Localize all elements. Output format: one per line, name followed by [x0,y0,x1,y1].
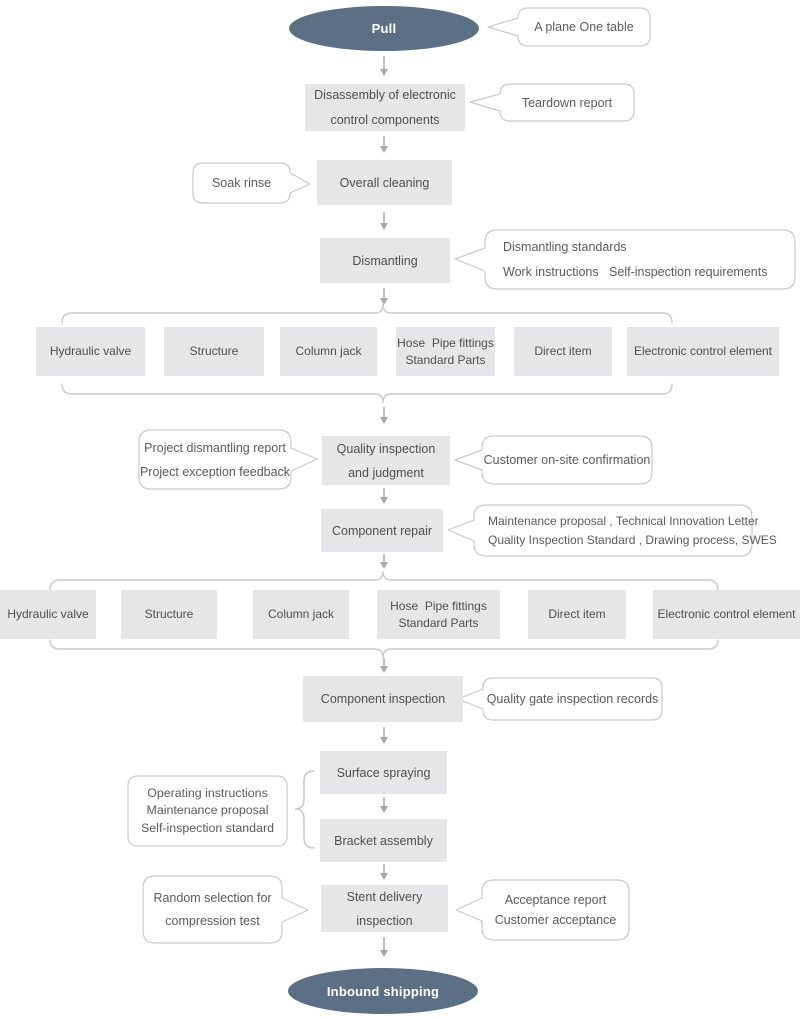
callout-teardown-report: Teardown report [521,95,613,110]
part-box-hydraulic-valve: Hydraulic valve [36,327,145,376]
part-box-electronic-control: Electronic control element [653,590,800,639]
callout-bubble [455,879,630,941]
part-box-column-jack: Column jack [280,327,377,376]
callout-dismantling-standards: Dismantling standards Work instructions … [503,239,768,279]
callout-bubble [457,677,663,721]
node-overall-cleaning: Overall cleaning [317,160,452,205]
part-box-hose-fittings: Hose Pipe fittings Standard Parts [377,590,500,639]
group-brace [294,770,315,849]
node-inbound-shipping: Inbound shipping [288,968,478,1014]
callout-compression-test: Random selection for compression test [153,890,272,928]
callout-quality-gate-records: Quality gate inspection records [486,692,659,706]
node-component-repair: Component repair [321,509,443,552]
node-disassembly: Disassembly of electronic control compon… [305,84,465,131]
node-pull: Pull [289,6,479,51]
node-bracket-assembly: Bracket assembly [320,819,447,862]
callout-bubble [469,83,635,122]
callout-soak-rinse: Soak rinse [211,176,272,190]
callout-project-feedback: Project dismantling report Project excep… [139,440,291,479]
part-box-direct-item: Direct item [528,590,626,639]
node-quality-inspection: Quality inspection and judgment [322,436,450,485]
node-component-inspection: Component inspection [303,676,463,722]
callout-bubble [447,504,753,557]
callout-bubbles [127,7,796,944]
part-box-direct-item: Direct item [514,327,612,376]
flow-arrowheads [380,69,388,957]
note-operating-docs: Operating instructions Maintenance propo… [141,785,274,835]
callout-a-plane-one-table: A plane One table [534,20,634,34]
callout-bubble [142,875,309,944]
callout-bubble [454,229,796,290]
distribution-brace [49,303,719,659]
callout-customer-confirmation: Customer on-site confirmation [483,453,651,467]
callout-bubble [192,162,311,204]
note-box [127,775,288,847]
callout-bubble [138,429,318,490]
part-box-electronic-control: Electronic control element [627,327,779,376]
part-box-structure: Structure [164,327,264,376]
node-surface-spraying: Surface spraying [320,751,447,794]
part-box-structure: Structure [121,590,217,639]
part-box-hydraulic-valve: Hydraulic valve [0,590,96,639]
callout-maintenance-docs: Maintenance proposal , Technical Innovat… [488,513,777,547]
callout-bubble [454,435,653,485]
callout-acceptance: Acceptance report Customer acceptance [494,893,617,927]
part-box-hose-fittings: Hose Pipe fittings Standard Parts [396,327,495,376]
node-dismantling: Dismantling [320,238,450,283]
callout-bubble [487,7,651,47]
part-box-column-jack: Column jack [253,590,349,639]
node-stent-delivery-inspection: Stent delivery inspection [321,885,448,932]
